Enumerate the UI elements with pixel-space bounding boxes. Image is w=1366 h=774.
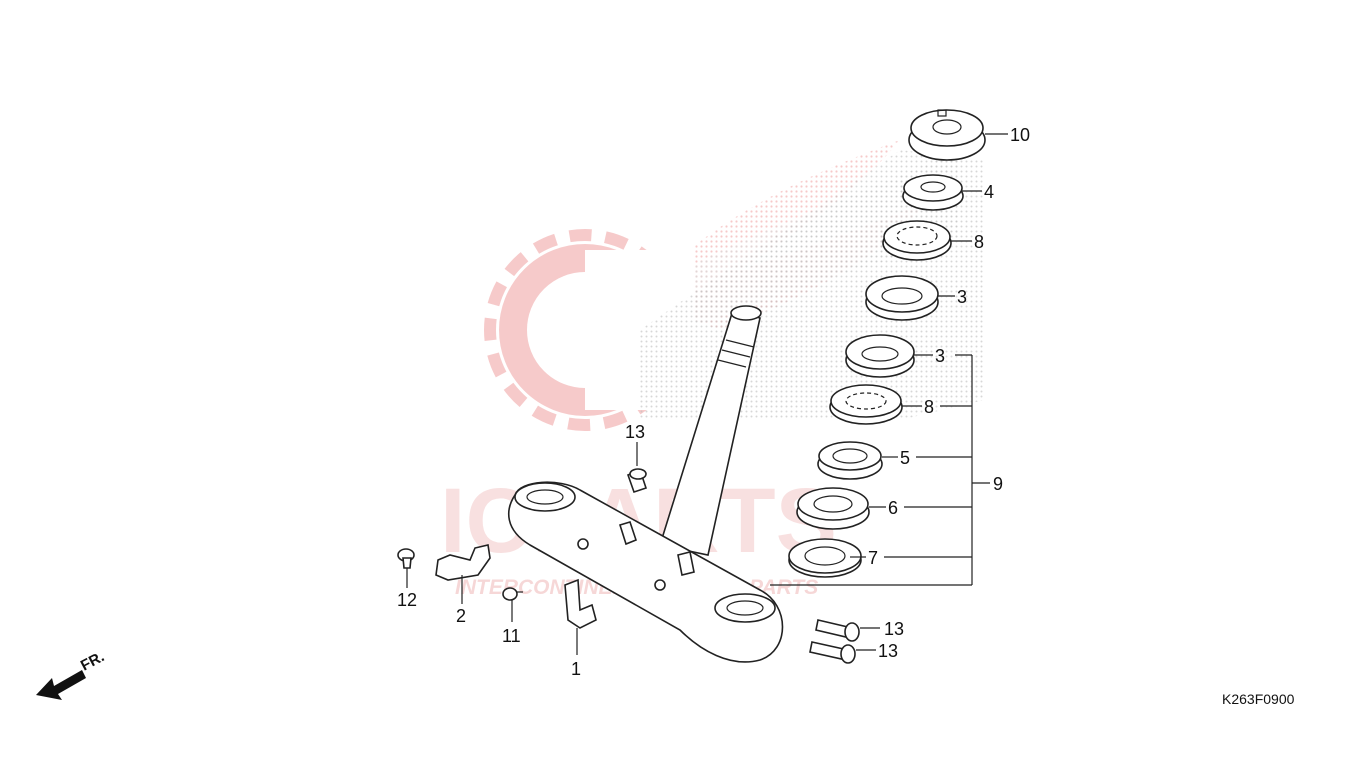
dust-seal bbox=[817, 441, 883, 480]
callout-10: 10 bbox=[1010, 125, 1030, 145]
lock-nut bbox=[908, 109, 986, 161]
callout-7: 7 bbox=[868, 548, 878, 568]
upper-bearing bbox=[882, 220, 952, 261]
bottom-bridge bbox=[508, 481, 784, 663]
diagram-code: K263F0900 bbox=[1222, 691, 1295, 707]
leader-lines bbox=[406, 133, 1008, 655]
washer bbox=[788, 538, 862, 578]
callout-12: 12 bbox=[397, 590, 417, 610]
lower-bearing bbox=[829, 384, 903, 425]
callouts: 10 4 8 3 3 8 5 6 7 9 13 13 13 12 2 11 1 bbox=[397, 125, 1030, 679]
bolt-right-lower bbox=[809, 641, 856, 664]
arrow-left-icon bbox=[36, 670, 86, 700]
callout-13-right-upper: 13 bbox=[884, 619, 904, 639]
steering-stem bbox=[658, 305, 762, 556]
callout-5: 5 bbox=[900, 448, 910, 468]
lower-race bbox=[845, 334, 915, 378]
clamp-2 bbox=[435, 544, 491, 581]
callout-13-right-lower: 13 bbox=[878, 641, 898, 661]
bolt-top bbox=[626, 468, 648, 494]
callout-11: 11 bbox=[502, 626, 521, 646]
direction-label: FR. bbox=[78, 648, 107, 674]
callout-8-upper: 8 bbox=[974, 232, 984, 252]
bracket-1 bbox=[564, 578, 597, 629]
callout-8-lower: 8 bbox=[924, 397, 934, 417]
callout-6: 6 bbox=[888, 498, 898, 518]
callout-1: 1 bbox=[571, 659, 581, 679]
callout-13-top: 13 bbox=[625, 422, 645, 442]
adjusting-nut bbox=[902, 174, 964, 211]
upper-race bbox=[865, 275, 939, 321]
callout-3-lower: 3 bbox=[935, 346, 945, 366]
bolt-11 bbox=[502, 587, 523, 601]
bolt-12 bbox=[397, 548, 415, 569]
front-direction-indicator: FR. bbox=[36, 648, 107, 700]
seal bbox=[796, 487, 870, 530]
callout-2: 2 bbox=[456, 606, 466, 626]
callout-4: 4 bbox=[984, 182, 994, 202]
callout-9: 9 bbox=[993, 474, 1003, 494]
callout-3-upper: 3 bbox=[957, 287, 967, 307]
bolt-right-upper bbox=[815, 619, 860, 642]
